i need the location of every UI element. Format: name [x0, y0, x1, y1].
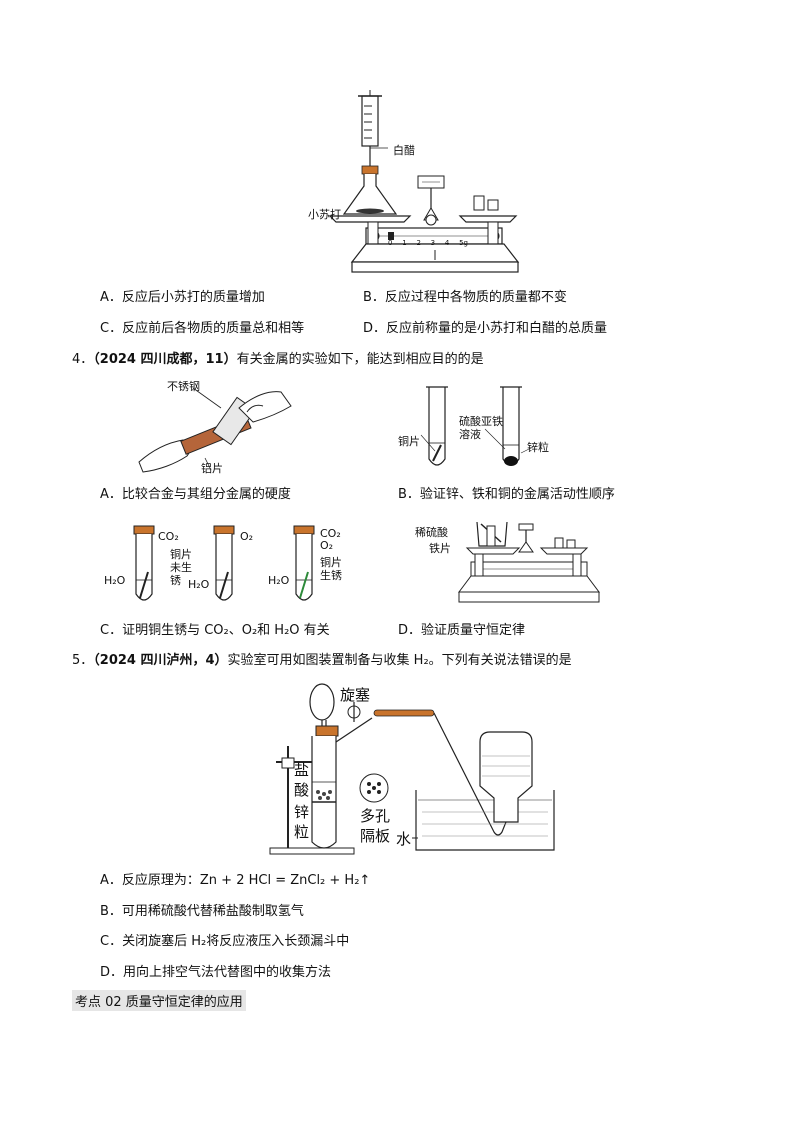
q4-fig-b: 铜片 硫酸亚铁溶液 锌粒	[395, 385, 565, 480]
q5-option-c: C．关闭旋塞后 H₂将反应液压入长颈漏斗中	[100, 934, 350, 949]
scale-tick: 3	[430, 239, 436, 247]
hydrochloric-acid-label: 盐酸	[294, 761, 310, 799]
zinc-granule-label: 锌粒	[527, 441, 549, 454]
q5-number: 5．	[72, 653, 94, 668]
co2-o2-label-tube3: CO₂ O₂	[320, 527, 341, 552]
copper-rust-label: 铜片生锈	[320, 556, 342, 582]
h2o-label-tube1: H₂O	[104, 574, 126, 587]
dilute-sulfuric-acid-label: 稀硫酸	[415, 526, 448, 539]
q4-option-a: A．比较合金与其组分金属的硬度	[100, 487, 291, 502]
q4-fig-d: 稀硫酸 铁片	[415, 516, 600, 612]
q3-option-d: D．反应前称量的是小苏打和白醋的总质量	[363, 321, 608, 336]
q4-stem-line: 4．（2024 四川成都，11）有关金属的实验如下，能达到相应目的的是	[72, 351, 484, 369]
aluminum-sheet-label: 铝片	[201, 462, 223, 475]
q5-stem-line: 5．（2024 四川泸州，4）实验室可用如图装置制备与收集 H₂。下列有关说法错…	[72, 652, 572, 670]
balance-beaker	[458, 521, 600, 603]
q4-fig-c: CO₂ 铜片未生锈 H₂O O₂ H₂O CO₂ O₂ 铜片生锈 H₂O	[100, 522, 360, 612]
water-label: 水	[396, 830, 412, 848]
scale-tick: 4	[444, 239, 450, 247]
q4-stem: 有关金属的实验如下，能达到相应目的的是	[236, 352, 484, 367]
q5-apparatus-figure: 旋塞 盐酸 锌粒 多孔隔板 水	[262, 682, 562, 857]
q4-number: 4．	[72, 352, 94, 367]
zinc-granule-label-q5: 锌粒	[294, 803, 310, 841]
balance-illustration	[328, 90, 520, 273]
scale-tick: 1	[402, 239, 407, 247]
q4-option-d: D．验证质量守恒定律	[398, 623, 526, 638]
rust-test-tubes	[133, 525, 315, 601]
q3-option-a: A．反应后小苏打的质量增加	[100, 290, 265, 305]
q3-balance-figure: 白醋 小苏打 0 1 2 3 4 5g	[300, 90, 540, 285]
q3-option-b: B．反应过程中各物质的质量都不变	[363, 290, 567, 305]
porous-plate-label: 多孔隔板	[360, 807, 391, 845]
copper-sheet-label: 铜片	[398, 435, 420, 448]
q4-option-b: B．验证锌、铁和铜的金属活动性顺序	[398, 487, 615, 502]
q3-option-c: C．反应前后各物质的质量总和相等	[100, 321, 305, 336]
o2-label-tube2: O₂	[240, 530, 254, 543]
copper-no-rust-label: 铜片未生锈	[170, 548, 192, 587]
scale-ticks: 0 1 2 3 4 5g	[388, 239, 468, 249]
test-tubes-b	[420, 386, 534, 466]
scale-tick: 0	[388, 239, 393, 247]
q5-option-a: A．反应原理为：Zn + 2 HCl = ZnCl₂ + H₂↑	[100, 873, 371, 888]
scratch-illustration	[138, 387, 292, 473]
baking-soda-label: 小苏打	[308, 208, 341, 221]
iron-sheet-label: 铁片	[429, 542, 451, 555]
stainless-steel-label: 不锈钢	[167, 380, 200, 393]
hydrogen-apparatus	[269, 683, 555, 855]
q4-fig-a: 不锈钢 铝片	[135, 378, 295, 478]
stopcock-label: 旋塞	[340, 686, 371, 704]
q4-source: （2024 四川成都，11）	[93, 352, 237, 367]
ferrous-sulfate-label: 硫酸亚铁溶液	[459, 415, 503, 441]
section-heading: 考点 02 质量守恒定律的应用	[72, 990, 246, 1011]
q5-stem: 实验室可用如图装置制备与收集 H₂。下列有关说法错误的是	[227, 653, 572, 668]
co2-label-tube1: CO₂	[158, 530, 179, 543]
q5-source: （2024 四川泸州，4）	[93, 653, 228, 668]
q5-option-d: D．用向上排空气法代替图中的收集方法	[100, 965, 332, 980]
vinegar-label: 白醋	[393, 144, 415, 157]
q4-option-c: C．证明铜生锈与 CO₂、O₂和 H₂O 有关	[100, 623, 330, 638]
scale-tick: 5g	[459, 239, 468, 247]
h2o-label-tube3: H₂O	[268, 574, 290, 587]
q5-option-b: B．可用稀硫酸代替稀盐酸制取氢气	[100, 904, 304, 919]
scale-tick: 2	[416, 239, 421, 247]
h2o-label-tube2: H₂O	[188, 578, 210, 591]
